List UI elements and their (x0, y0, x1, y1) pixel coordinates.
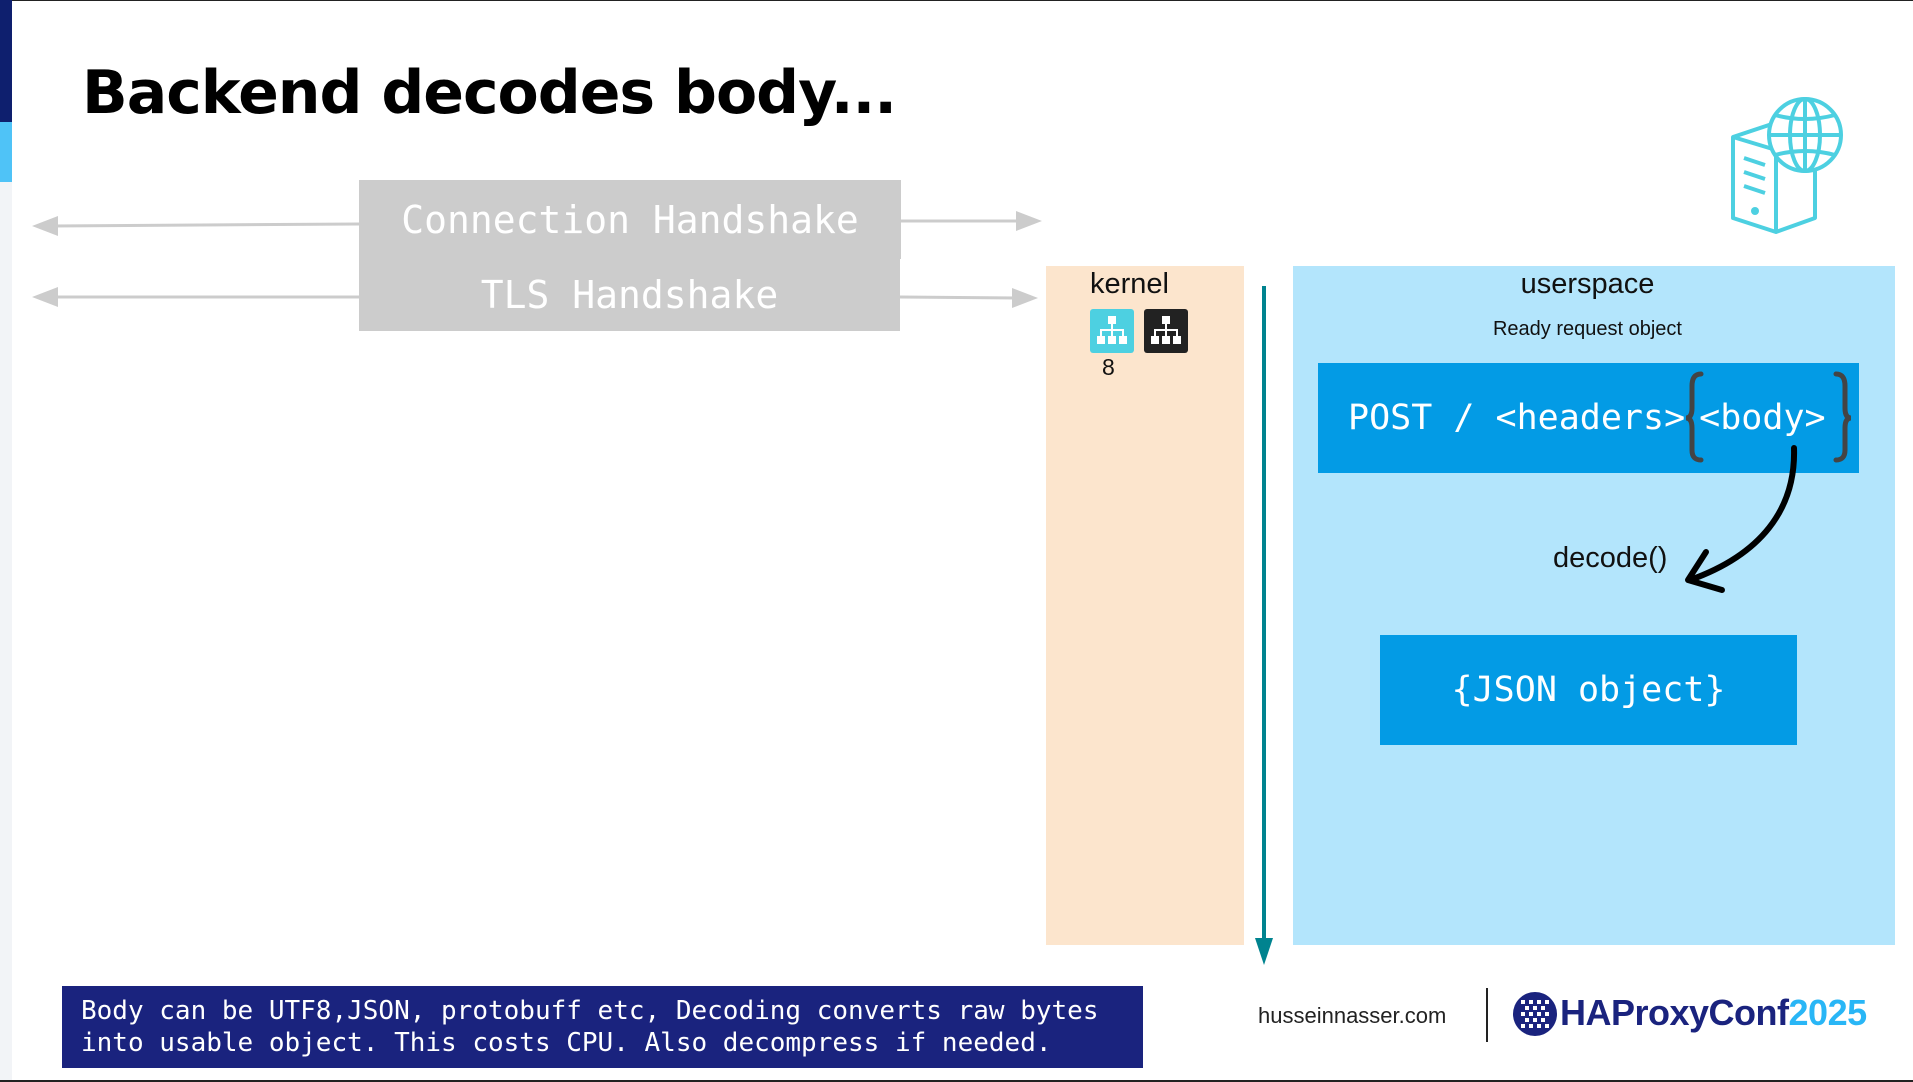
accent-bar-pale (0, 182, 12, 1080)
network-queue-icon (1090, 309, 1134, 353)
decode-label: decode() (1553, 542, 1668, 574)
slide-title: Backend decodes body... (82, 58, 897, 128)
kernel-panel (1046, 266, 1244, 945)
kernel-queue-count: 8 (1102, 354, 1115, 380)
accent-bar-light (0, 122, 12, 182)
brand-name: HAProxyConf (1560, 992, 1789, 1033)
request-body: <body> (1699, 398, 1826, 438)
note-line-1: Body can be UTF8,JSON, protobuff etc, De… (81, 996, 1099, 1026)
json-object-box: {JSON object} (1380, 635, 1797, 745)
userspace-subtitle: Ready request object (1492, 318, 1682, 340)
kernel-label: kernel (1090, 268, 1169, 300)
tls-handshake-box: TLS Handshake (359, 258, 900, 331)
body-braces (1685, 371, 1852, 463)
note-line-2: into usable object. This costs CPU. Also… (81, 1028, 1052, 1058)
request-box: POST / <headers> <body> (1318, 363, 1859, 473)
haproxy-logo-icon (1513, 992, 1557, 1036)
conference-brand: HAProxyConf2025 (1560, 992, 1867, 1034)
connection-handshake-arrows (32, 211, 1042, 236)
note-box: Body can be UTF8,JSON, protobuff etc, De… (62, 986, 1143, 1068)
accent-bar-dark (0, 0, 12, 122)
top-border (0, 0, 1913, 1)
decode-arrow (1685, 445, 1798, 593)
site-url: husseinnasser.com (1258, 1003, 1447, 1028)
flow-down-arrow (1255, 286, 1273, 965)
connection-handshake-box: Connection Handshake (359, 180, 901, 259)
userspace-label: userspace (1520, 268, 1655, 300)
network-queue-icon-dark (1144, 309, 1188, 353)
footer-divider (1486, 988, 1488, 1042)
server-globe-icon (1731, 97, 1843, 234)
bottom-border (0, 1080, 1913, 1082)
brand-year: 2025 (1788, 992, 1868, 1033)
request-prefix: POST / <headers> (1348, 398, 1686, 438)
tls-handshake-arrows (32, 287, 1038, 308)
